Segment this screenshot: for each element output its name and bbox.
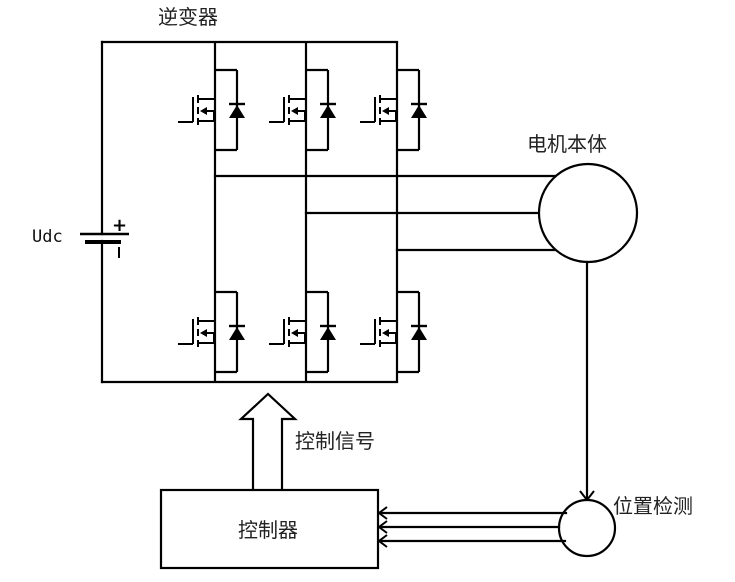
switch-upper-1	[178, 68, 245, 152]
mosfet-icon	[360, 317, 397, 347]
inverter-label: 逆变器	[158, 5, 218, 29]
inverter-legs	[178, 42, 427, 382]
diode-icon	[320, 105, 336, 118]
switch-lower-2	[269, 290, 336, 374]
controller-label: 控制器	[238, 518, 298, 542]
switch-lower-3	[360, 290, 427, 374]
mosfet-icon	[360, 95, 397, 125]
body-arrow	[291, 107, 298, 115]
body-arrow	[382, 329, 389, 337]
inverter-leg-1	[178, 42, 245, 382]
mosfet-icon	[269, 317, 306, 347]
shaft-connection	[579, 260, 595, 502]
position-detection-label: 位置检测	[613, 494, 693, 518]
sensor-circle	[557, 498, 617, 558]
diode-icon	[320, 327, 336, 340]
controller: 控制器	[159, 488, 380, 570]
control-signal-arrow: 控制信号	[238, 392, 375, 489]
motor-circle	[537, 162, 639, 264]
motor: 电机本体	[527, 132, 639, 264]
mosfet-icon	[269, 95, 306, 125]
body-arrow	[382, 107, 389, 115]
body-arrow	[200, 329, 207, 337]
motor-label: 电机本体	[527, 132, 607, 156]
dc-source: Udc +	[32, 215, 129, 258]
phase-lines	[213, 174, 558, 252]
control-signal-label: 控制信号	[295, 429, 375, 453]
mosfet-icon	[178, 317, 215, 347]
switch-upper-2	[269, 68, 336, 152]
position-sensor: 位置检测	[557, 494, 693, 558]
switch-upper-3	[360, 68, 427, 152]
controller-box	[159, 488, 380, 570]
diode-icon	[229, 327, 245, 340]
dc-bus	[100, 40, 399, 384]
feedback-lines	[377, 506, 568, 548]
switch-lower-1	[178, 290, 245, 374]
body-arrow	[291, 329, 298, 337]
plus-sign: +	[112, 215, 127, 236]
diode-icon	[229, 105, 245, 118]
hollow-arrow	[238, 392, 298, 489]
body-arrow	[200, 107, 207, 115]
mosfet-icon	[178, 95, 215, 125]
diode-icon	[411, 327, 427, 340]
diode-icon	[411, 105, 427, 118]
udc-label: Udc	[32, 227, 63, 247]
